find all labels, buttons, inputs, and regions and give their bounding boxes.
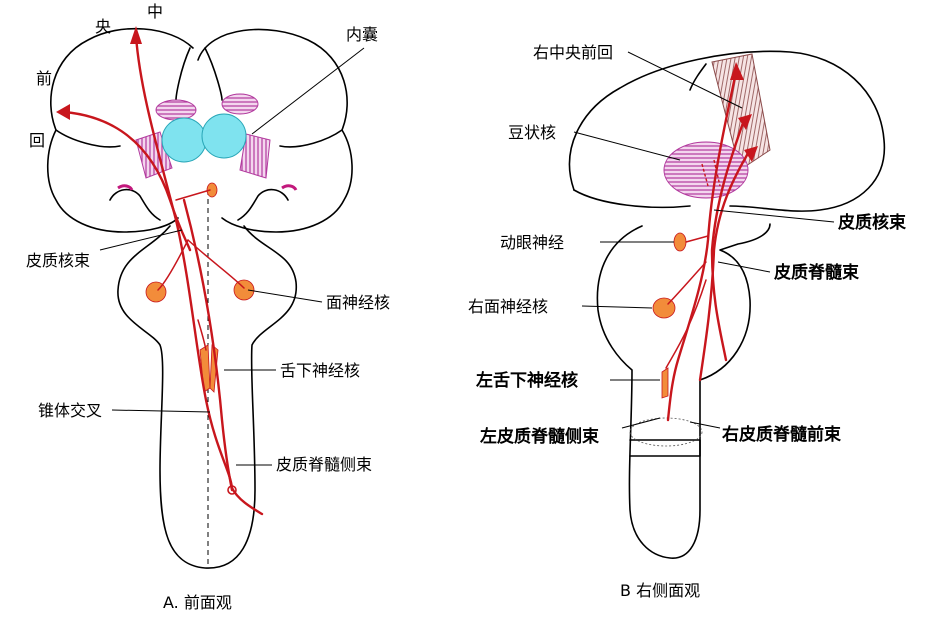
label-qian: 前 bbox=[36, 69, 52, 88]
panel-a-fold bbox=[55, 129, 121, 148]
panel-b-fold bbox=[689, 63, 707, 91]
branch bbox=[685, 235, 709, 243]
arrowhead bbox=[130, 26, 142, 44]
marker bbox=[281, 184, 298, 191]
arrowhead bbox=[56, 104, 70, 120]
label-facial-nucleus: 面神经核 bbox=[326, 293, 390, 312]
arrowhead bbox=[744, 146, 758, 162]
panel-a-brainstem-outline bbox=[117, 225, 297, 569]
label-corticospinal-tract: 皮质脊髓束 bbox=[774, 262, 859, 283]
label-right-facial-nucleus: 右面神经核 bbox=[468, 297, 548, 316]
panel-a-fold bbox=[204, 47, 223, 101]
label-internal-capsule: 内囊 bbox=[346, 25, 378, 44]
leader-decussation bbox=[111, 409, 211, 413]
label-lateral-corticospinal: 皮质脊髓侧束 bbox=[276, 455, 372, 474]
leader-right-facial bbox=[581, 305, 653, 309]
arrowhead bbox=[738, 114, 752, 130]
label-yang: 央 bbox=[95, 17, 111, 36]
branch bbox=[157, 239, 189, 291]
label-corticonuclear-b: 皮质核束 bbox=[838, 212, 906, 233]
branch bbox=[701, 163, 709, 187]
label-zhong: 中 bbox=[147, 2, 163, 21]
marker bbox=[117, 184, 134, 191]
panel-a-caption: A. 前面观 bbox=[163, 593, 232, 612]
label-left-lateral-corticospinal: 左皮质脊髓侧束 bbox=[480, 426, 599, 447]
panel-b-tract-3 bbox=[698, 148, 752, 382]
panel-a-fold bbox=[109, 188, 161, 221]
label-oculomotor-nerve: 动眼神经 bbox=[500, 233, 564, 252]
right-precentral-gyrus bbox=[711, 53, 771, 171]
caudate-right bbox=[221, 93, 259, 115]
lentiform-nucleus-b bbox=[663, 141, 749, 199]
leader-facial-nucleus bbox=[247, 289, 323, 303]
panel-b-tract-2 bbox=[710, 118, 746, 362]
panel-a-fold bbox=[279, 129, 343, 148]
facial-nucleus-right-a bbox=[233, 279, 255, 301]
panel-a-fold bbox=[237, 188, 289, 221]
thalamus-right bbox=[201, 113, 247, 159]
leader-corticonuclear-b bbox=[713, 209, 835, 223]
leader-internal-capsule bbox=[251, 47, 365, 135]
left-hypoglossal-nucleus-b bbox=[661, 367, 669, 399]
panel-b-section bbox=[629, 439, 701, 457]
branch bbox=[197, 319, 207, 351]
panel-b-cerebrum-outline bbox=[568, 50, 886, 212]
spinal-cord-section bbox=[629, 417, 703, 447]
tract-end-marker bbox=[227, 485, 237, 495]
panel-a-third-tract bbox=[182, 198, 234, 492]
label-left-hypoglossal-nucleus: 左舌下神经核 bbox=[476, 370, 578, 391]
label-pyramidal-decussation: 锥体交叉 bbox=[38, 401, 102, 420]
lentiform-right bbox=[239, 133, 271, 179]
branch bbox=[175, 189, 211, 201]
branch bbox=[665, 279, 707, 369]
label-corticonuclear-a: 皮质核束 bbox=[26, 251, 90, 270]
leader-corticospinal bbox=[717, 261, 771, 273]
label-right-precentral-gyrus: 右中央前回 bbox=[533, 43, 613, 62]
caudate-left bbox=[155, 99, 197, 121]
thalamus-left bbox=[161, 117, 207, 163]
label-right-anterior-corticospinal: 右皮质脊髓前束 bbox=[722, 424, 841, 445]
panel-a-fold bbox=[175, 47, 191, 101]
label-hui: 回 bbox=[29, 131, 45, 150]
panel-b-main-tract bbox=[666, 70, 738, 422]
panel-b: 右中央前回 豆状核 皮质核束 动眼神经 皮质脊髓束 右面神经核 左舌下神经核 左… bbox=[468, 43, 906, 600]
panel-b-brainstem-outline bbox=[596, 223, 771, 559]
panel-a-second-tract bbox=[62, 110, 192, 252]
panel-a: 央 中 前 回 内囊 皮质核束 面神经核 舌下神经核 锥体交叉 皮质脊髓侧束 A… bbox=[26, 2, 390, 612]
leader-lentiform-nucleus bbox=[573, 131, 681, 161]
branch bbox=[667, 261, 707, 305]
oculomotor-nucleus-a bbox=[206, 182, 218, 198]
panel-a-brain-outline bbox=[46, 27, 353, 233]
oculomotor-nucleus-b bbox=[673, 232, 687, 252]
branch bbox=[713, 159, 721, 187]
arrowhead bbox=[730, 62, 744, 80]
label-hypoglossal-nucleus: 舌下神经核 bbox=[280, 361, 360, 380]
leader-right-anterior-cst bbox=[689, 421, 721, 429]
panel-b-fold bbox=[573, 189, 691, 209]
leader-precentral-gyrus bbox=[627, 51, 743, 109]
leader-corticonuclear-a bbox=[99, 229, 183, 251]
panel-b-caption: B 右侧面观 bbox=[620, 581, 700, 600]
label-lentiform-nucleus: 豆状核 bbox=[508, 123, 556, 142]
leader-left-lateral-cst bbox=[621, 417, 661, 429]
